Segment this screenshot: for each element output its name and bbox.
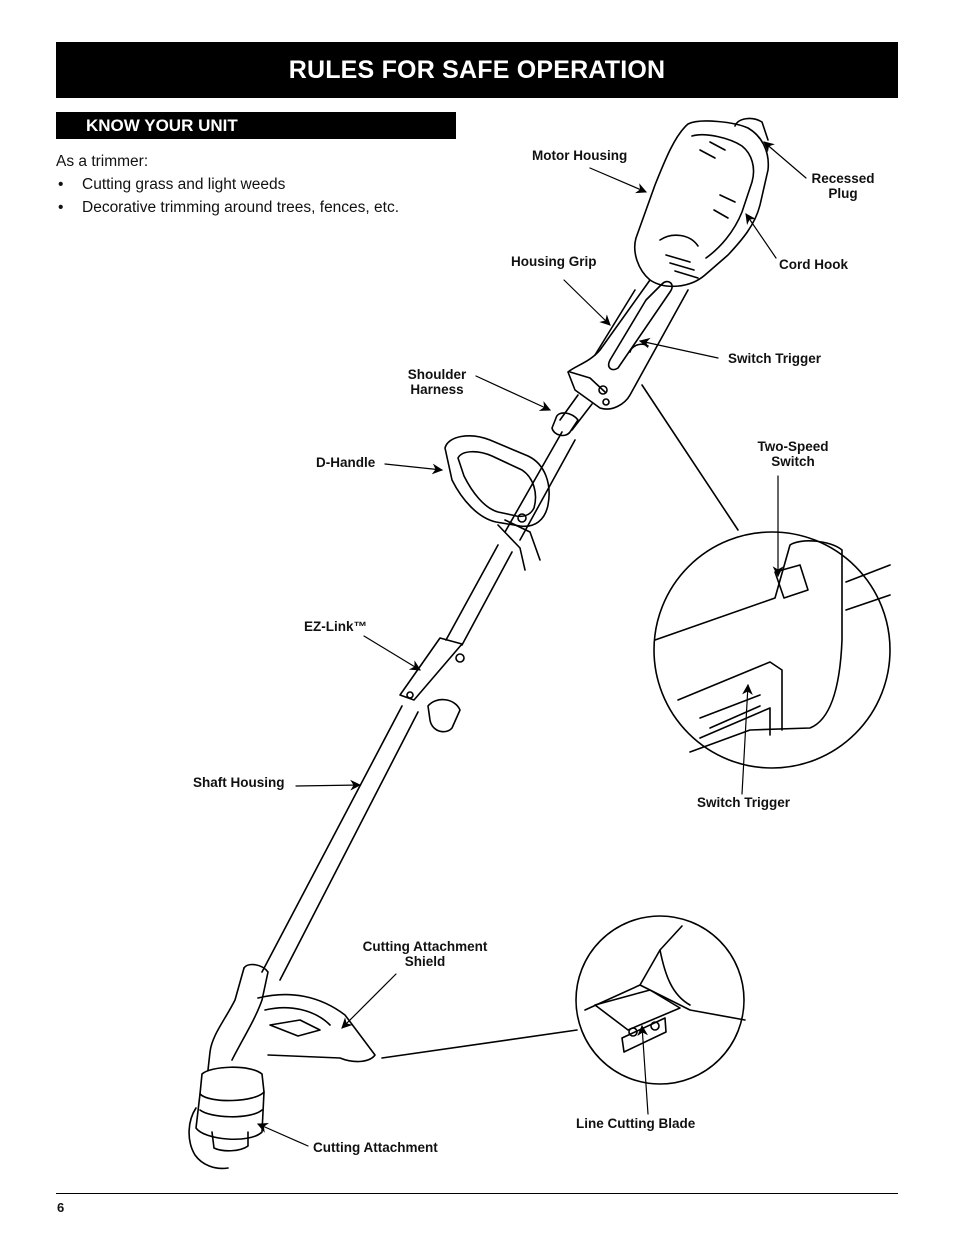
list-item: Cutting grass and light weeds xyxy=(56,173,399,196)
label-cutting-attachment: Cutting Attachment xyxy=(313,1140,438,1155)
intro-text: As a trimmer: Cutting grass and light we… xyxy=(56,150,399,219)
leader-lines xyxy=(257,141,807,1147)
title-bar: RULES FOR SAFE OPERATION xyxy=(56,42,898,98)
intro-lead: As a trimmer: xyxy=(56,153,149,170)
lower-shaft-drawing xyxy=(261,705,419,981)
page-number: 6 xyxy=(57,1200,65,1215)
footer-divider xyxy=(56,1193,898,1194)
housing-grip-drawing xyxy=(567,279,689,410)
motor-housing-drawing xyxy=(634,117,770,288)
label-switch-trigger-detail: Switch Trigger xyxy=(697,795,791,810)
label-motor-housing: Motor Housing xyxy=(532,148,628,163)
intro-list: Cutting grass and light weeds Decorative… xyxy=(56,173,399,219)
blade-detail-drawing xyxy=(381,915,746,1085)
switch-detail-drawing xyxy=(641,384,891,769)
label-shield-line1: Cutting Attachment xyxy=(362,939,488,954)
label-housing-grip: Housing Grip xyxy=(511,254,597,269)
label-recessed-plug-line2: Plug xyxy=(828,186,858,201)
d-handle-drawing xyxy=(444,435,550,571)
label-cutting-attachment-shield: Cutting Attachment Shield xyxy=(352,939,498,969)
label-switch-trigger: Switch Trigger xyxy=(728,351,822,366)
label-recessed-plug: Recessed Plug xyxy=(804,171,882,201)
label-recessed-plug-line1: Recessed xyxy=(811,171,875,186)
section-title: KNOW YOUR UNIT xyxy=(86,115,238,135)
label-d-handle: D-Handle xyxy=(316,455,376,470)
cutting-head-drawing xyxy=(188,963,376,1170)
label-two-speed-line1: Two-Speed xyxy=(757,439,829,454)
middle-shaft-drawing xyxy=(399,544,513,733)
label-shoulder-harness-line2: Harness xyxy=(410,382,464,397)
label-shield-line2: Shield xyxy=(404,954,446,969)
label-shaft-housing: Shaft Housing xyxy=(193,775,285,790)
label-two-speed-switch: Two-Speed Switch xyxy=(750,439,836,469)
page-title: RULES FOR SAFE OPERATION xyxy=(288,55,666,84)
list-item: Decorative trimming around trees, fences… xyxy=(56,196,399,219)
label-shoulder-harness-line1: Shoulder xyxy=(407,367,467,382)
section-header: KNOW YOUR UNIT xyxy=(56,112,456,139)
label-cord-hook: Cord Hook xyxy=(779,257,848,272)
label-line-cutting-blade: Line Cutting Blade xyxy=(576,1116,696,1131)
label-ez-link: EZ-Link™ xyxy=(304,619,367,634)
label-shoulder-harness: Shoulder Harness xyxy=(400,367,474,397)
label-two-speed-line2: Switch xyxy=(771,454,815,469)
